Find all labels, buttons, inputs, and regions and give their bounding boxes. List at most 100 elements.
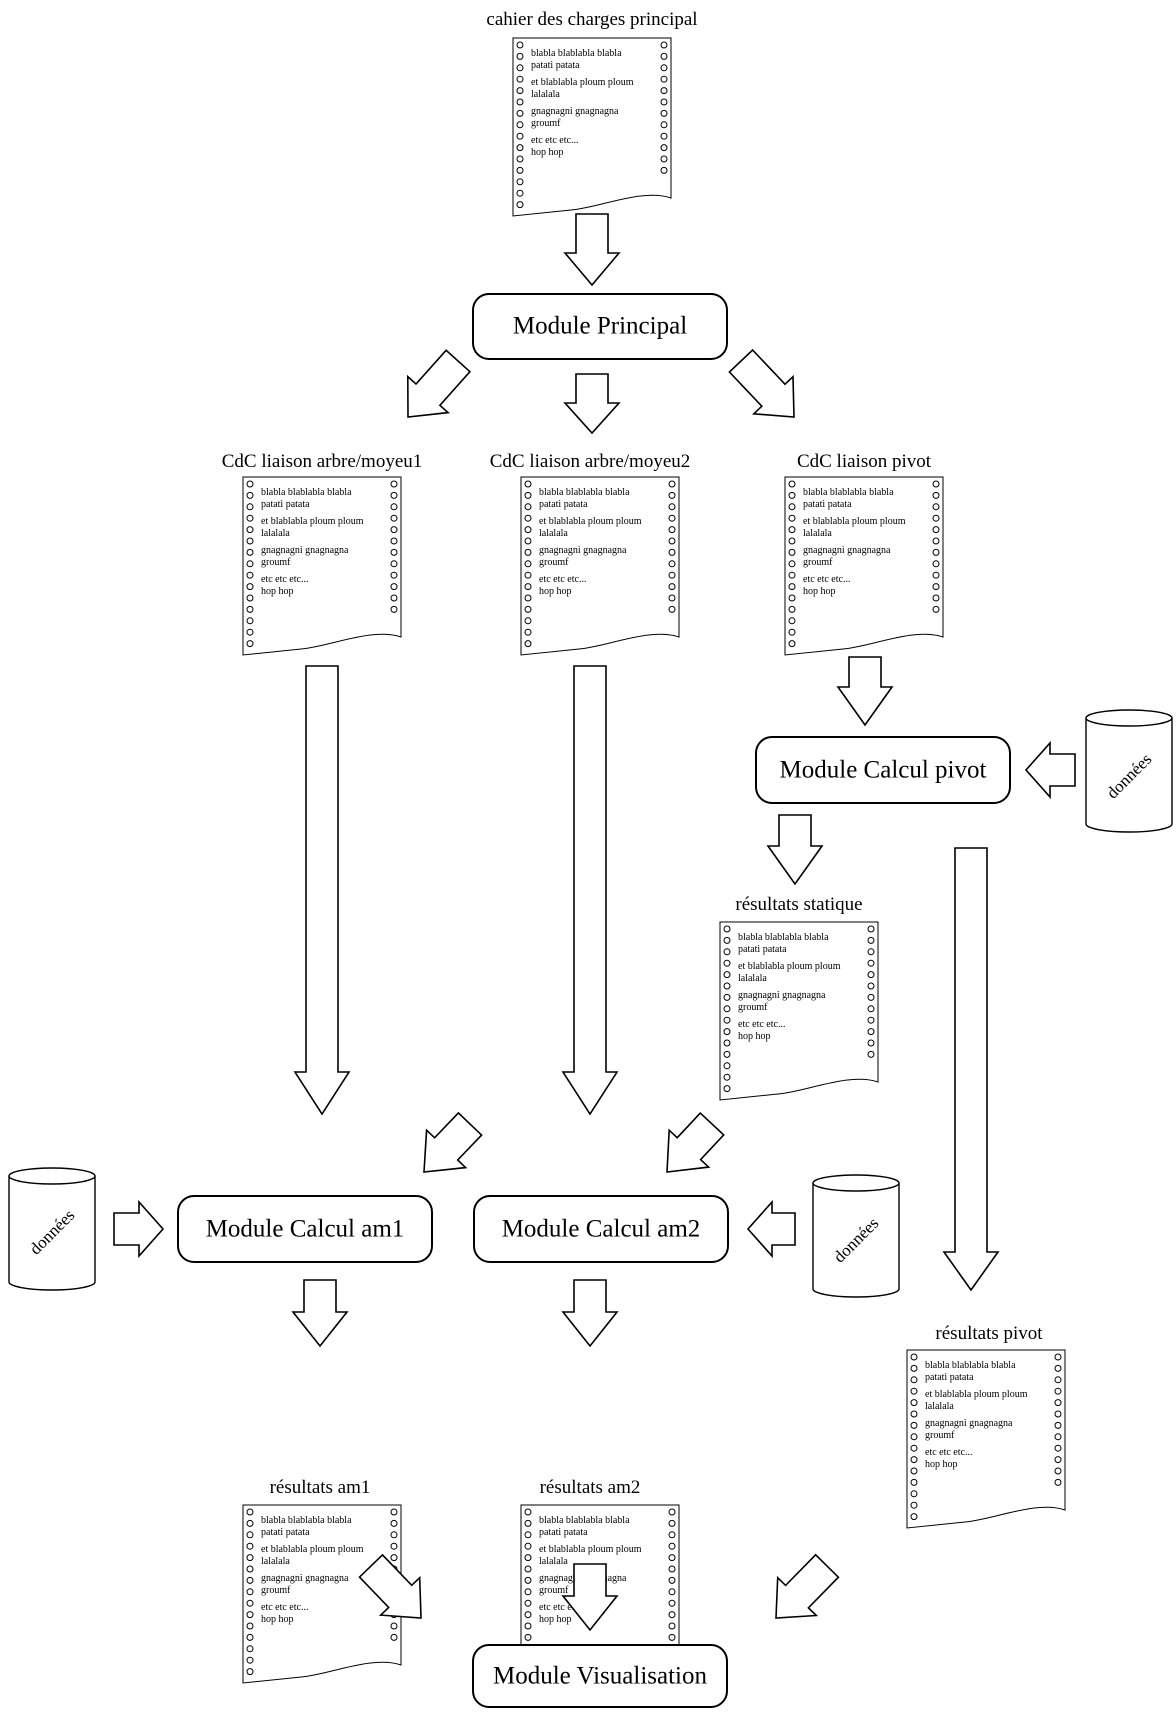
perforation-hole bbox=[723, 982, 731, 990]
perforation-hole bbox=[1054, 1399, 1062, 1407]
perforation-hole bbox=[788, 526, 796, 534]
perforation-hole bbox=[246, 583, 254, 591]
doc-cahier-principal: cahier des charges principal blabla blab… bbox=[486, 9, 698, 217]
document-line: hop hop bbox=[803, 586, 836, 597]
perforation-hole bbox=[668, 1599, 676, 1607]
perforation-hole bbox=[524, 1622, 532, 1630]
document-line: et blablabla ploum ploum bbox=[261, 1544, 364, 1555]
cylinder-top bbox=[812, 1174, 900, 1192]
perforation-hole bbox=[390, 526, 398, 534]
perforation-hole bbox=[668, 1554, 676, 1562]
module-principal[interactable]: Module Principal bbox=[472, 293, 728, 360]
perforation-hole bbox=[910, 1513, 918, 1521]
arrow-shape bbox=[406, 349, 472, 418]
perforation-hole bbox=[788, 537, 796, 545]
document-line: gnagnagni gnagnagna bbox=[261, 1573, 349, 1584]
doc-cdc-pivot: CdC liaison pivot blabla blablabla blabl… bbox=[784, 451, 944, 656]
perforation-hole bbox=[788, 605, 796, 613]
perforation-hole bbox=[524, 480, 532, 488]
arrow-shape bbox=[113, 1199, 165, 1259]
arrow-principal-to-moyeu1 bbox=[406, 349, 472, 418]
page-outline bbox=[242, 476, 402, 656]
perforation-hole bbox=[932, 583, 940, 591]
document-line: blabla blablabla blabla bbox=[803, 487, 894, 498]
document-line: blabla blablabla blabla bbox=[531, 48, 622, 59]
perforation-hole bbox=[660, 144, 668, 152]
perforation-hole bbox=[246, 537, 254, 545]
perforation-hole bbox=[390, 594, 398, 602]
module-calcul-pivot[interactable]: Module Calcul pivot bbox=[755, 736, 1011, 804]
perforation-hole bbox=[668, 605, 676, 613]
perforation-hole bbox=[516, 121, 524, 129]
perforation-hole bbox=[910, 1467, 918, 1475]
doc-title: cahier des charges principal bbox=[486, 9, 697, 30]
perforation-hole bbox=[723, 1039, 731, 1047]
arrow-am1-to-resultats bbox=[291, 1279, 349, 1348]
doc-title: résultats pivot bbox=[935, 1323, 1043, 1344]
doc-resultats-pivot: résultats pivot blabla blablabla blablap… bbox=[906, 1323, 1066, 1529]
perforation-hole bbox=[867, 1039, 875, 1047]
perforation-hole bbox=[246, 1668, 254, 1676]
arrow-am2-to-resultats bbox=[561, 1279, 619, 1348]
perforation-hole bbox=[390, 503, 398, 511]
perforation-hole bbox=[932, 605, 940, 613]
module-visualisation[interactable]: Module Visualisation bbox=[472, 1644, 728, 1708]
document-line: etc etc etc... bbox=[531, 135, 578, 146]
perforation-hole bbox=[660, 121, 668, 129]
perforation-hole bbox=[524, 571, 532, 579]
perforation-hole bbox=[390, 480, 398, 488]
perforation-hole bbox=[668, 480, 676, 488]
module-calcul-am2[interactable]: Module Calcul am2 bbox=[473, 1195, 729, 1263]
perforation-hole bbox=[910, 1490, 918, 1498]
perforation-hole bbox=[1054, 1353, 1062, 1361]
perforation-hole bbox=[246, 1611, 254, 1619]
perforation-hole bbox=[723, 971, 731, 979]
doc-resultats-statique: résultats statique blabla blablabla blab… bbox=[719, 894, 879, 1101]
perforation-hole bbox=[524, 1519, 532, 1527]
arrow-moyeu2-to-am2 bbox=[561, 665, 619, 1116]
perforation-hole bbox=[788, 480, 796, 488]
perforation-hole bbox=[516, 132, 524, 140]
perforation-hole bbox=[524, 594, 532, 602]
arrow-shape bbox=[291, 1279, 349, 1348]
document-line: groumf bbox=[803, 557, 833, 568]
module-label: Module Principal bbox=[513, 313, 687, 340]
perforation-hole bbox=[516, 109, 524, 117]
perforation-hole bbox=[910, 1410, 918, 1418]
perforation-hole bbox=[932, 537, 940, 545]
perforation-hole bbox=[246, 1531, 254, 1539]
document-line: et blablabla ploum ploum bbox=[803, 516, 906, 527]
module-calcul-am1[interactable]: Module Calcul am1 bbox=[177, 1195, 433, 1263]
perforation-hole bbox=[390, 1531, 398, 1539]
document-line: et blablabla ploum ploum bbox=[539, 1544, 642, 1555]
perforation-hole bbox=[668, 1633, 676, 1641]
document-line: etc etc etc... bbox=[539, 574, 586, 585]
document-line: hop hop bbox=[261, 586, 294, 597]
perforation-hole bbox=[246, 1622, 254, 1630]
perforation-hole bbox=[668, 1622, 676, 1630]
perforation-hole bbox=[390, 1519, 398, 1527]
arrow-principal-to-pivot bbox=[728, 348, 795, 418]
document-line: hop hop bbox=[539, 586, 572, 597]
document-line: gnagnagni gnagnagna bbox=[803, 545, 891, 556]
database-am1: données bbox=[8, 1167, 96, 1291]
perforation-hole bbox=[867, 959, 875, 967]
document-line: groumf bbox=[261, 557, 291, 568]
perforation-hole bbox=[246, 1588, 254, 1596]
perforation-hole bbox=[723, 936, 731, 944]
perforation-hole bbox=[516, 98, 524, 106]
document-line: patati patata bbox=[261, 1527, 310, 1538]
perforation-hole bbox=[524, 1633, 532, 1641]
perforation-hole bbox=[660, 155, 668, 163]
perforation-hole bbox=[910, 1456, 918, 1464]
arrow-principal-to-moyeu2 bbox=[563, 373, 621, 435]
perforation-hole bbox=[910, 1399, 918, 1407]
arrow-db-to-calcul-pivot bbox=[1024, 740, 1076, 800]
arrow-statique-to-am1 bbox=[423, 1111, 483, 1173]
perforation-hole bbox=[723, 1050, 731, 1058]
perforation-hole bbox=[867, 1005, 875, 1013]
perforation-hole bbox=[524, 491, 532, 499]
